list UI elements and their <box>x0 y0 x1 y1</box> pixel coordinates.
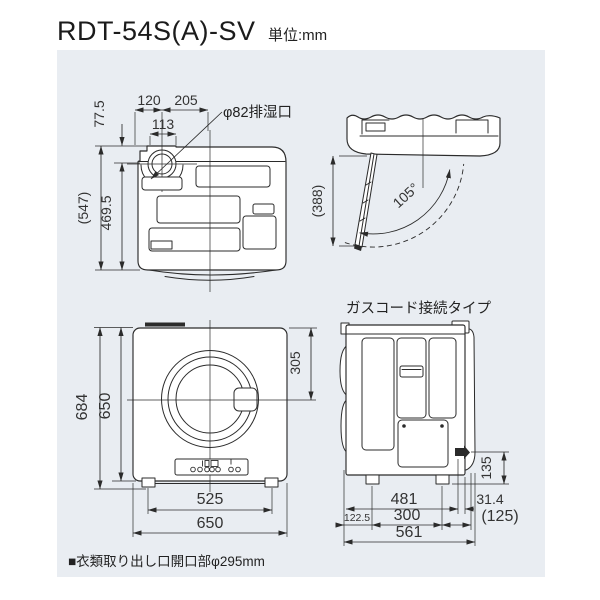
dim-gas-height: 135 <box>478 456 494 480</box>
dim-300: 300 <box>394 507 421 524</box>
model-title: RDT-54S(A)-SV <box>57 16 256 46</box>
unit-label: 単位:mm <box>268 27 327 44</box>
dim-122-5: 122.5 <box>344 512 370 524</box>
dim-door-center: 305 <box>287 351 303 375</box>
rear-foot-right <box>435 474 450 485</box>
door-handle <box>233 387 258 412</box>
dim-113: 113 <box>152 116 175 132</box>
dim-body-height: 650 <box>97 393 114 420</box>
bottom-panel-slot <box>148 227 241 252</box>
front-view: 684 650 305 525 650 <box>74 320 317 537</box>
mid-panel-slot <box>156 195 241 224</box>
dim-feet-span: 525 <box>197 491 224 508</box>
opening-size-note: ■衣類取り出し口開口部φ295mm <box>68 554 265 569</box>
dim-total-height: 684 <box>74 394 91 421</box>
top-panel-slot <box>195 165 271 188</box>
rear-view-label: ガスコード接続タイプ <box>346 300 491 317</box>
dim-door-height: (388) <box>309 185 325 218</box>
rear-center-panel <box>396 337 427 419</box>
rear-right-panel <box>428 337 457 419</box>
dim-31-4: 31.4 <box>476 491 503 507</box>
rear-foot-left <box>365 474 380 485</box>
front-top-tab <box>145 322 185 327</box>
dim-duct-height: 77.5 <box>91 100 107 127</box>
dim-205: 205 <box>174 92 198 108</box>
dim-125: (125) <box>481 508 518 525</box>
gas-connection <box>455 445 470 459</box>
front-foot-left <box>141 477 156 488</box>
dim-120: 120 <box>137 92 161 108</box>
front-foot-right <box>264 477 279 488</box>
dim-depth: 469.5 <box>98 195 114 230</box>
dim-total-depth: (547) <box>75 192 91 225</box>
exhaust-port-label: φ82排湿口 <box>223 104 292 121</box>
control-panel-icons <box>190 459 241 473</box>
rear-access-panel <box>397 419 449 468</box>
exhaust-ledge <box>141 176 183 191</box>
swing-arc <box>359 169 451 237</box>
dim-width: 650 <box>197 515 224 532</box>
dim-481: 481 <box>391 491 418 508</box>
rear-left-panel <box>361 337 395 451</box>
dim-561: 561 <box>396 524 423 541</box>
rear-view: ガスコード接続タイプ 135 48 <box>335 300 519 546</box>
top-view: 120 205 113 77.5 (547) 469.5 φ82排湿口 <box>75 92 292 292</box>
